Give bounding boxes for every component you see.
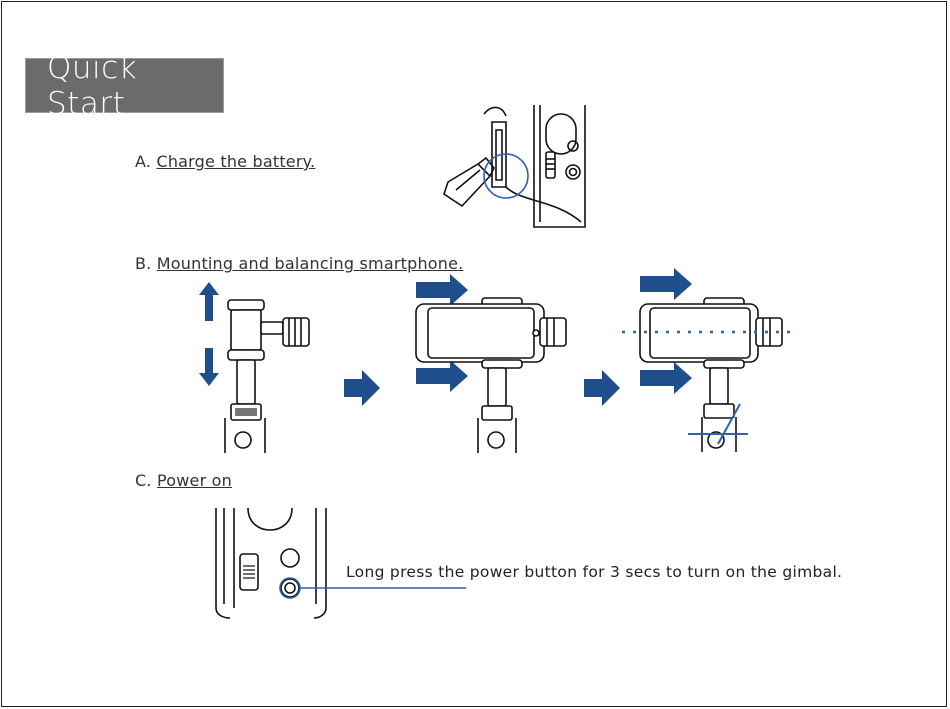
balanced-phone-illustration — [618, 272, 798, 452]
step-b: B. Mounting and balancing smartphone. — [135, 254, 463, 273]
step-a: A. Charge the battery. — [135, 152, 315, 171]
step-b-label: Mounting and balancing smartphone. — [157, 254, 464, 273]
step-a-prefix: A. — [135, 152, 151, 171]
arrow-up-icon — [199, 282, 219, 321]
step-b-prefix: B. — [135, 254, 151, 273]
step-c-prefix: C. — [135, 471, 152, 490]
power-button-illustration — [210, 508, 340, 620]
power-button-icon — [280, 578, 300, 598]
step-c: C. Power on — [135, 471, 232, 490]
charge-illustration — [436, 102, 596, 232]
phone-mount-illustration — [412, 278, 587, 453]
arrow-right-icon — [640, 268, 692, 300]
arrow-down-icon — [199, 348, 219, 386]
power-on-caption: Long press the power button for 3 secs t… — [346, 563, 842, 581]
step-a-label: Charge the battery. — [156, 152, 315, 171]
arrow-right-icon — [416, 360, 468, 392]
arrow-right-icon — [416, 274, 468, 306]
step-c-label: Power on — [157, 471, 232, 490]
gimbal-clamp-illustration — [195, 278, 325, 453]
next-arrow-icon — [344, 370, 384, 406]
arrow-right-icon — [640, 362, 692, 394]
page-title: Quick Start — [26, 50, 223, 122]
section-title: Quick Start — [25, 58, 224, 113]
